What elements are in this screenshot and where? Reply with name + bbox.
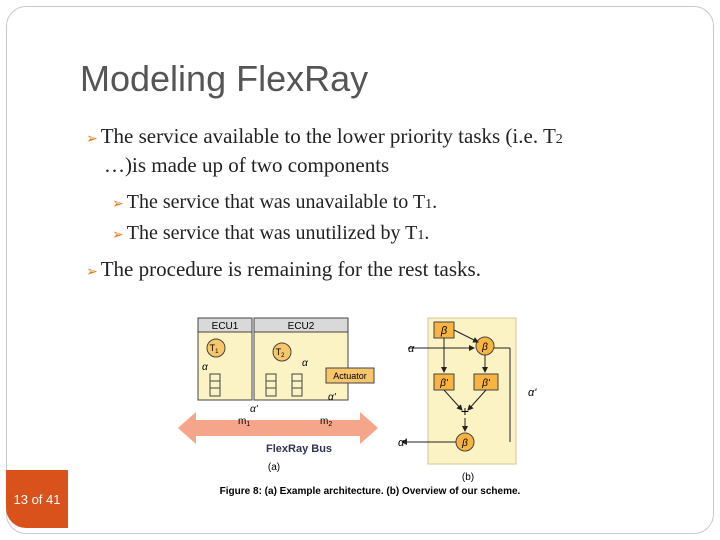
task-t1-node	[206, 338, 226, 358]
sub-bullet-1-subscript: 1	[425, 197, 433, 212]
alpha-prime-label-b2: α'	[398, 437, 407, 449]
figure-caption: Figure 8: (a) Example architecture. (b) …	[220, 486, 521, 497]
bullet-1-line2: …)is made up of two components	[104, 153, 390, 177]
bullet-arrow-icon: ➢	[86, 265, 98, 280]
sub-bullet-2-end: .	[424, 222, 430, 244]
alpha-label-a1: α	[202, 362, 208, 373]
actuator-box	[325, 367, 375, 384]
message-m2-label: m2	[320, 416, 332, 428]
task-t1-label: T1	[210, 343, 220, 355]
plus-sign: +	[461, 403, 469, 419]
flexray-bus-label: FlexRay Bus	[266, 443, 332, 455]
beta-node-2-label: β	[461, 438, 468, 449]
queue-ecu1	[209, 373, 221, 397]
bullet-1-subscript: 2	[555, 132, 563, 147]
beta-label: β	[440, 325, 448, 337]
bullet-arrow-icon: ➢	[86, 132, 98, 147]
alpha-prime-label-b: α'	[528, 387, 537, 399]
sub-bullet-2: ➢The service that was unutilized by T1.	[112, 220, 429, 249]
alpha-prime-label-a2: α'	[250, 404, 259, 415]
sub-bullet-1-text: The service that was unavailable to T	[126, 191, 426, 213]
sub-bullet-2-subscript: 1	[417, 228, 425, 243]
ecu2-header	[253, 317, 349, 333]
task-t2-node	[272, 342, 292, 362]
queue-ecu2-a	[265, 373, 277, 397]
bullet-arrow-icon: ➢	[112, 197, 124, 212]
actuator-label: Actuator	[333, 371, 367, 381]
architecture-figure: ECU1 T1 α ECU2 T2 α Actuator α' α' m1 m2…	[178, 317, 537, 497]
slide-frame	[6, 6, 714, 534]
alpha-label-a2: α	[302, 358, 308, 369]
bullet-arrow-icon: ➢	[112, 228, 124, 243]
beta-node-1-label: β	[481, 342, 488, 353]
bullet-1: ➢The service available to the lower prio…	[86, 123, 563, 153]
flexray-bus-arrow	[178, 412, 378, 444]
message-m1-label: m1	[238, 416, 250, 428]
subfigure-b-label: (b)	[462, 472, 474, 483]
sub-bullet-2-text: The service that was unutilized by T	[126, 222, 418, 244]
sub-bullet-1-end: .	[432, 191, 438, 213]
page-number-badge: 13 of 41	[6, 470, 68, 528]
ecu1-header	[197, 317, 253, 333]
ecu2-label: ECU2	[288, 321, 315, 332]
bullet-2-text: The procedure is remaining for the rest …	[100, 257, 481, 281]
subfigure-a-label: (a)	[268, 462, 280, 473]
queue-ecu2-b	[291, 373, 303, 397]
task-t2-label: T2	[276, 347, 286, 359]
ecu1-label: ECU1	[212, 321, 239, 332]
alpha-prime-label-a: α'	[328, 392, 337, 403]
beta-prime-box-label: β'	[439, 378, 449, 389]
bullet-2: ➢The procedure is remaining for the rest…	[86, 256, 481, 286]
sub-bullet-1: ➢The service that was unavailable to T1.	[112, 189, 437, 218]
bullet-1-text: The service available to the lower prior…	[100, 124, 556, 148]
alpha-label-b: α	[408, 343, 415, 355]
beta-prime-box-2-label: β'	[481, 378, 491, 389]
slide-title: Modeling FlexRay	[80, 58, 369, 99]
